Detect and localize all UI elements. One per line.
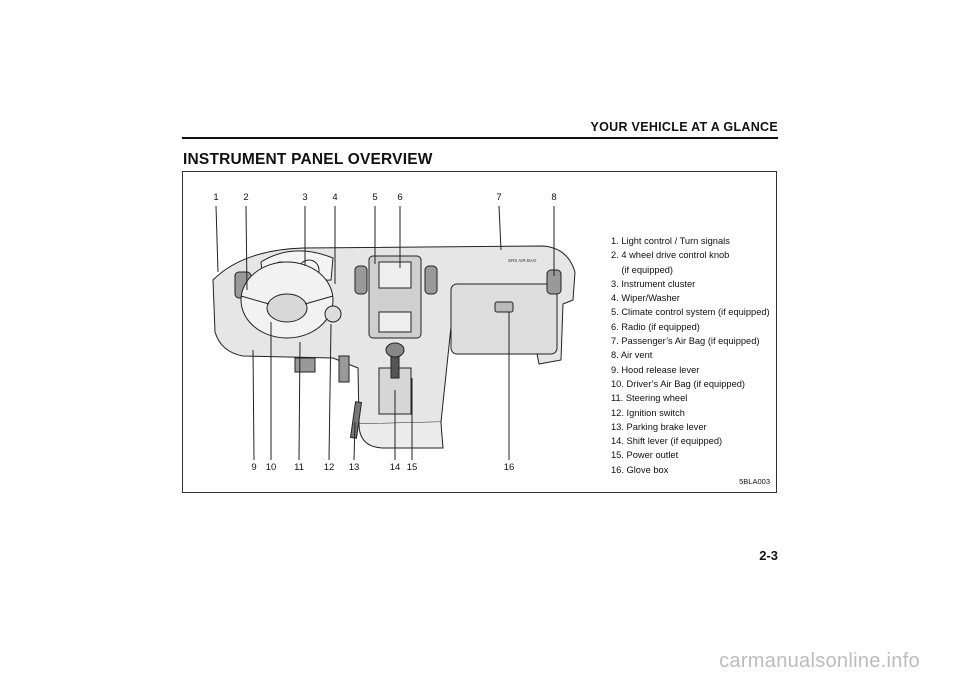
- callout-10: 10: [265, 462, 277, 473]
- callout-5: 5: [372, 192, 378, 203]
- callout-2: 2: [243, 192, 249, 203]
- callout-15: 15: [406, 462, 418, 473]
- legend-item: 2. 4 wheel drive control knob (if equipp…: [611, 250, 730, 275]
- header-rule: [182, 137, 778, 139]
- legend-item: 15. Power outlet: [611, 450, 679, 461]
- legend-item: 7. Passenger’s Air Bag (if equipped): [611, 336, 760, 347]
- callout-1: 1: [213, 192, 219, 203]
- callout-8: 8: [551, 192, 557, 203]
- legend-item: 10. Driver’s Air Bag (if equipped): [611, 378, 746, 389]
- figure-code: 5BLA003: [739, 477, 770, 486]
- legend-item: 14. Shift lever (if equipped): [611, 436, 723, 447]
- legend-item: 13. Parking brake lever: [611, 421, 707, 432]
- legend-item: 11. Steering wheel: [611, 393, 688, 404]
- callout-9: 9: [251, 462, 257, 473]
- legend-item: 4. Wiper/Washer: [611, 293, 680, 304]
- callout-7: 7: [496, 192, 502, 203]
- callout-12: 12: [323, 462, 335, 473]
- legend-item: 8. Air vent: [611, 350, 653, 361]
- callout-11: 11: [294, 462, 304, 473]
- legend-item: 12. Ignition switch: [611, 407, 685, 418]
- callout-4: 4: [332, 192, 338, 203]
- section-title: INSTRUMENT PANEL OVERVIEW: [183, 151, 433, 168]
- callout-3: 3: [302, 192, 308, 203]
- running-header: YOUR VEHICLE AT A GLANCE: [590, 120, 778, 134]
- watermark-text: carmanualsonline.info: [719, 650, 920, 672]
- legend-item: 1. Light control / Turn signals: [611, 236, 730, 246]
- legend-item: 16. Glove box: [611, 464, 669, 475]
- figure-box: SRS AIR BAG 1 2 3 4 5 6 7 8 9 10 11 12 1…: [182, 171, 777, 493]
- legend-item: 5. Climate control system (if equipped): [611, 307, 770, 318]
- callout-14: 14: [389, 462, 401, 473]
- airbag-label: SRS AIR BAG: [508, 258, 537, 263]
- callout-6: 6: [397, 192, 403, 203]
- callout-16: 16: [503, 462, 515, 473]
- legend-item: 9. Hood release lever: [611, 364, 700, 375]
- callout-13: 13: [348, 462, 360, 473]
- legend-item: 6. Radio (if equipped): [611, 321, 700, 332]
- instrument-panel-diagram: SRS AIR BAG: [212, 205, 576, 461]
- component-legend: 1. Light control / Turn signals 2. 4 whe…: [611, 234, 770, 477]
- legend-item: 3. Instrument cluster: [611, 278, 696, 289]
- page-number: 2-3: [759, 548, 778, 563]
